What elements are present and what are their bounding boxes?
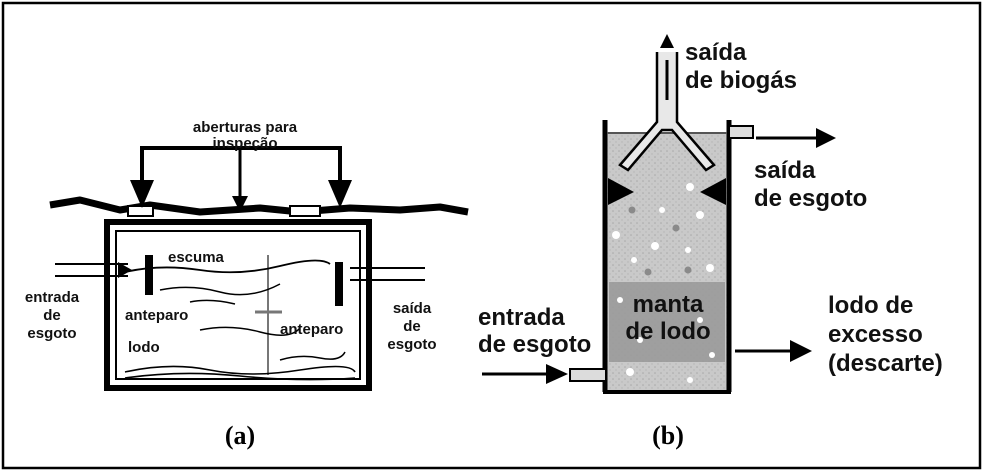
arrow-right-icon <box>816 128 836 148</box>
ground-line <box>49 196 469 216</box>
label-saida-esgoto-2: de esgoto <box>754 185 867 212</box>
label-saida-esgoto-1: saída <box>754 157 816 184</box>
arrow-right-icon <box>790 340 812 362</box>
arrow-down-icon <box>328 180 352 208</box>
label-entrada-2: de esgoto <box>478 331 591 358</box>
baffle-left <box>145 255 153 295</box>
inlet-arrow-icon <box>118 262 132 278</box>
label-entrada-3: esgoto <box>27 325 76 342</box>
label-biogas-1: saída <box>685 39 747 66</box>
arrow-down-icon <box>232 196 248 212</box>
label-anteparo-left: anteparo <box>125 307 188 324</box>
label-lodo: lodo <box>128 339 160 356</box>
deflector-left <box>608 178 634 205</box>
gas-collector <box>618 52 716 172</box>
inlet-pipe <box>569 368 607 382</box>
label-entrada-1: entrada <box>25 289 80 306</box>
label-lodo-2: excesso <box>828 321 923 348</box>
label-escuma: escuma <box>168 249 225 266</box>
sludge-particles <box>628 206 692 276</box>
sludge-blanket <box>609 282 725 362</box>
label-lodo-1: lodo de <box>828 292 913 319</box>
arrow-right-icon <box>546 364 568 384</box>
label-biogas-2: de biogás <box>685 67 797 94</box>
label-saida-1: saída <box>393 300 432 317</box>
label-manta-2: de lodo <box>625 318 710 345</box>
outlet-pipe <box>728 125 754 139</box>
label-saida-2: de <box>403 318 421 335</box>
label-saida-3: esgoto <box>387 336 436 353</box>
caption-b: (b) <box>652 421 684 450</box>
panel-a: aberturas para inspeção escuma entrada d… <box>25 119 469 450</box>
label-anteparo-right: anteparo <box>280 321 343 338</box>
arrow-up-icon <box>660 34 674 48</box>
label-entrada-2: de <box>43 307 61 324</box>
baffle-right <box>335 262 343 306</box>
label-aberturas-1: aberturas para <box>193 119 298 136</box>
arrow-down-icon <box>130 180 154 208</box>
caption-a: (a) <box>225 421 255 450</box>
inspection-lid-left <box>127 205 154 217</box>
panel-b: saída de biogás saída de esgoto manta de… <box>478 34 943 450</box>
label-manta-1: manta <box>633 291 704 318</box>
inspection-lid-right <box>289 205 321 217</box>
label-entrada-1: entrada <box>478 304 565 331</box>
label-aberturas-2: inspeção <box>212 135 277 152</box>
tank-inner-wall <box>115 230 361 380</box>
label-lodo-3: (descarte) <box>828 350 943 377</box>
septic-tank <box>104 219 372 391</box>
gas-bubbles <box>612 183 715 383</box>
deflector-right <box>700 178 726 205</box>
